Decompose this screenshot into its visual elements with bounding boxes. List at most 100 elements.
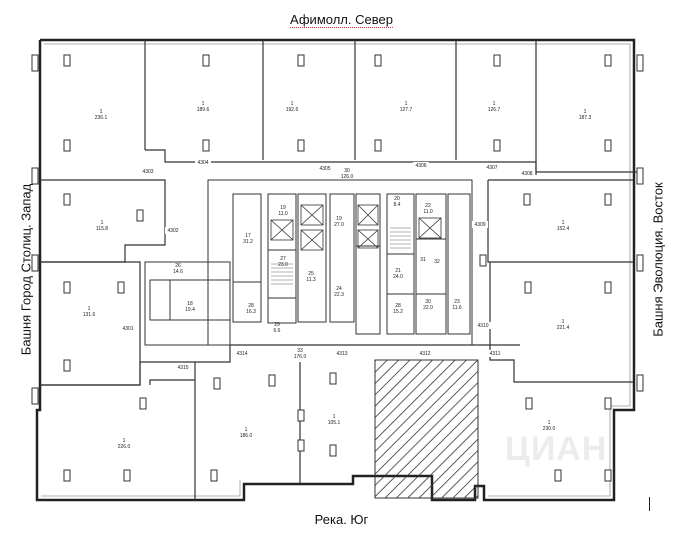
dimension-tag: 4301 — [122, 326, 133, 332]
dimension-tag-bg — [413, 162, 429, 169]
room-area: 105.1 — [328, 420, 341, 426]
room-number: 1 — [101, 220, 104, 226]
room-number: 28 — [395, 303, 401, 309]
room-area: 16.3 — [246, 309, 256, 315]
room-area: 14.6 — [173, 269, 183, 275]
room-number: 26 — [175, 263, 181, 269]
dimension-tag-bg — [484, 164, 500, 171]
room-area: 11.6 — [452, 305, 462, 311]
dimension-tag-bg — [195, 159, 211, 166]
north-label: Афимолл. Север — [290, 12, 393, 28]
room-area: 8.4 — [394, 202, 401, 208]
dimension-tag-bg — [417, 350, 433, 357]
room-number: 22 — [425, 203, 431, 209]
room-number: 30 — [425, 299, 431, 305]
room-number: 1 — [562, 220, 565, 226]
dimension-tag-bg — [317, 165, 333, 172]
dimension-tag: 4308 — [521, 171, 532, 177]
room-area: 230.0 — [543, 426, 556, 432]
room-area: 126.7 — [488, 107, 501, 113]
room-number: 1 — [88, 306, 91, 312]
room-area: 186.0 — [240, 433, 253, 439]
room-number: 1 — [493, 101, 496, 107]
room-area: 126.0 — [341, 174, 354, 180]
dimension-tag: 4307 — [486, 165, 497, 171]
dimension-tag: 4310 — [477, 323, 488, 329]
dimension-tag: 4311 — [490, 351, 501, 357]
room-area: 23.0 — [278, 262, 288, 268]
dimension-tag-bg — [475, 322, 491, 329]
room-area: 19.4 — [185, 307, 195, 313]
room-area: 131.6 — [83, 312, 96, 318]
dimension-tag: 4303 — [142, 169, 153, 175]
room-area: 176.0 — [294, 354, 307, 360]
room-number: 1 — [562, 319, 565, 325]
room-number: 31 — [420, 257, 426, 263]
room-number: 30 — [344, 168, 350, 174]
room-number: 1 — [291, 101, 294, 107]
room-area: 152.4 — [557, 226, 570, 232]
room-number: 1 — [405, 101, 408, 107]
dimension-tag-bg — [140, 168, 156, 175]
room-number: 17 — [245, 233, 251, 239]
dimension-tag: 4313 — [336, 351, 347, 357]
room-number: 1 — [202, 101, 205, 107]
room-area: 226.0 — [118, 444, 131, 450]
room-area: 24.0 — [393, 274, 403, 280]
room-number: 24 — [336, 286, 342, 292]
room-number: 1 — [123, 438, 126, 444]
dimension-tag-bg — [175, 364, 191, 371]
room-area: 11.0 — [278, 211, 288, 217]
dimension-tag-bg — [487, 350, 503, 357]
room-number: 33 — [297, 348, 303, 354]
dimension-tag-bg — [120, 325, 136, 332]
dimension-tag: 4314 — [236, 351, 247, 357]
room-number: 1 — [333, 414, 336, 420]
room-number: 19 — [280, 205, 286, 211]
room-area: 11.0 — [423, 209, 433, 215]
room-area: 31.2 — [243, 239, 253, 245]
room-number: 28 — [248, 303, 254, 309]
dimension-tag-bg — [334, 350, 350, 357]
watermark: ЦИАН — [505, 430, 608, 468]
room-area: 15.2 — [393, 309, 403, 315]
room-number: 25 — [308, 271, 314, 277]
dimension-tag-bg — [519, 170, 535, 177]
room-number: 20 — [394, 196, 400, 202]
room-number: 18 — [187, 301, 193, 307]
dimension-tag: 4305 — [319, 166, 330, 172]
room-area: 22.3 — [334, 292, 344, 298]
room-area: 115.8 — [96, 226, 108, 232]
room-area: 27.0 — [334, 222, 344, 228]
dimension-tag: 4304 — [197, 160, 208, 166]
dimension-tag: 4302 — [167, 228, 178, 234]
room-area: 22.0 — [423, 305, 433, 311]
room-area: 6.6 — [274, 328, 281, 334]
dimension-tag: 4315 — [177, 365, 188, 371]
room-number: 29 — [274, 322, 280, 328]
room-number: 1 — [100, 109, 103, 115]
room-number: 21 — [395, 268, 401, 274]
room-area: 192.6 — [286, 107, 299, 113]
south-label: Река. Юг — [314, 512, 369, 527]
room-area: 187.3 — [579, 115, 592, 121]
edge-tick-mark — [649, 497, 650, 511]
dimension-tag-bg — [472, 221, 488, 228]
dimension-tag: 4306 — [415, 163, 426, 169]
outer-wall — [35, 38, 636, 502]
dimension-tag: 4309 — [474, 222, 485, 228]
room-area: 11.3 — [306, 277, 316, 283]
dimension-tag-bg — [165, 227, 181, 234]
room-number: 19 — [336, 216, 342, 222]
room-number: 1 — [245, 427, 248, 433]
room-number: 32 — [434, 259, 440, 265]
room-number: 1 — [584, 109, 587, 115]
room-area: 236.1 — [95, 115, 108, 121]
dimension-tag-bg — [234, 350, 250, 357]
room-number: 1 — [548, 420, 551, 426]
room-area: 221.4 — [557, 325, 570, 331]
room-area: 189.6 — [197, 107, 210, 113]
dimension-tag: 4312 — [419, 351, 430, 357]
room-number: 27 — [280, 256, 286, 262]
